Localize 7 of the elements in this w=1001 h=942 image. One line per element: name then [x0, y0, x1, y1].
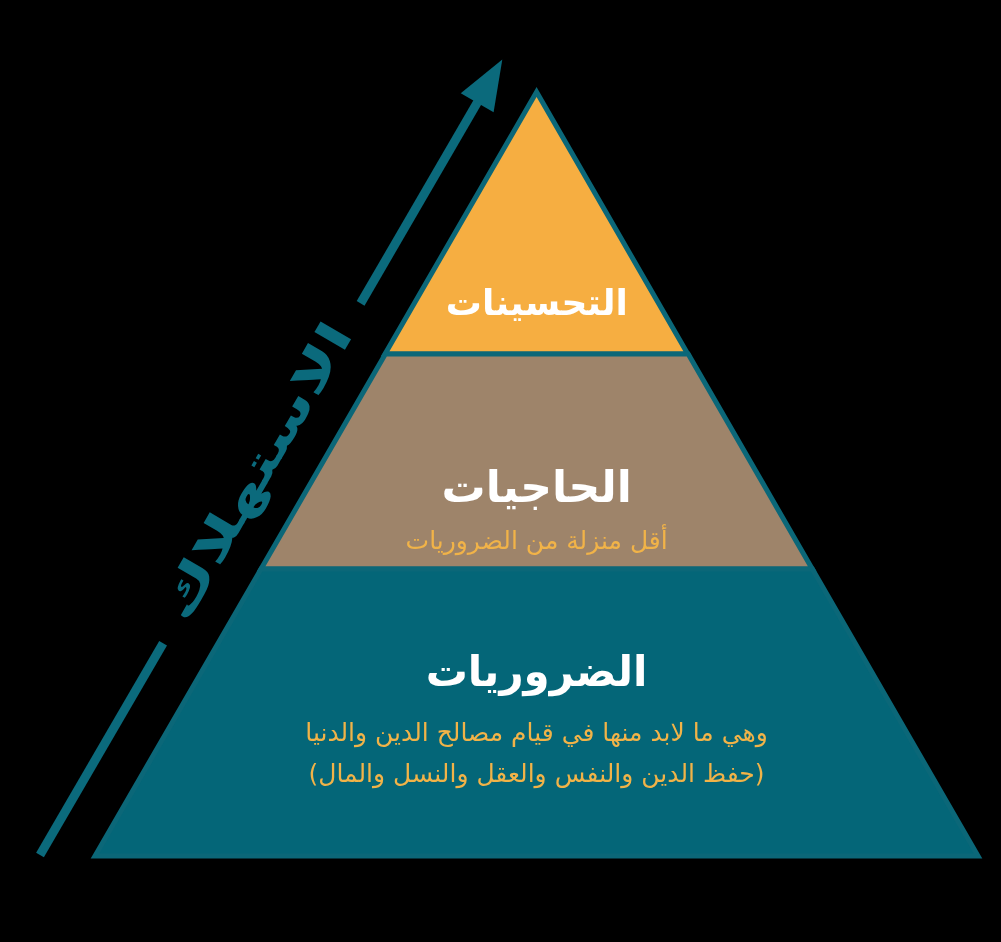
tier-title: الحاجيات [441, 460, 632, 514]
tier-description: وهي ما لابد منها في قيام مصالح الدين والدنيا [305, 716, 768, 748]
tier-description: أقل منزلة من الضروريات [405, 525, 668, 557]
arrow-label: الاستهلاك [152, 314, 361, 628]
tier-description: (حفظ الدين والنفس والعقل والنسل والمال) [308, 757, 765, 789]
tier-title: الضروريات [425, 646, 648, 699]
tier-title: التحسينات [445, 281, 628, 325]
